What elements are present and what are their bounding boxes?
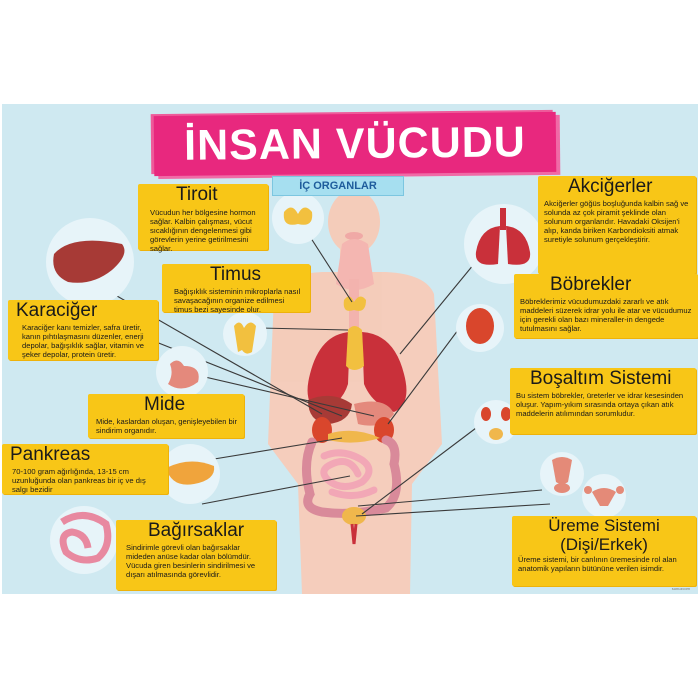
organ-desc-tiroit: Vücudun her bölgesine hormon sağlar. Kal… bbox=[150, 208, 256, 253]
thyroid-icon bbox=[283, 207, 313, 225]
organ-desc-ureme: Üreme sistemi, bir canlının üremesinde r… bbox=[518, 555, 677, 573]
anatomy-diagram bbox=[46, 190, 626, 594]
organ-desc-bagirsaklar: Sindirimle görevli olan bağırsaklar mide… bbox=[126, 543, 256, 579]
box-pankreas: Pankreas 70-100 gram ağırlığında, 13-15 … bbox=[2, 444, 168, 494]
organ-desc-timus: Bağışıklık sisteminin mikroplarla nasıl … bbox=[174, 287, 301, 314]
subtitle: İÇ ORGANLAR bbox=[299, 180, 377, 192]
box-akcigerler: Akciğerler Akciğerler göğüs boşluğunda k… bbox=[538, 176, 696, 274]
page-title: İNSAN VÜCUDU bbox=[183, 118, 527, 170]
organ-desc-pankreas: 70-100 gram ağırlığında, 13-15 cm uzunlu… bbox=[12, 467, 146, 494]
organ-name-karaciger: Karaciğer bbox=[16, 300, 98, 321]
pancreas-icon bbox=[166, 461, 215, 485]
box-bagirsaklar: Bağırsaklar Sindirimle görevli olan bağı… bbox=[116, 520, 276, 590]
organ-name-bosaltim: Boşaltım Sistemi bbox=[530, 368, 672, 389]
male-reproductive-icon bbox=[552, 457, 572, 493]
lungs-icon bbox=[475, 208, 531, 265]
thymus-organ bbox=[346, 326, 364, 370]
lung-right bbox=[307, 332, 350, 412]
liver-icon bbox=[53, 240, 125, 283]
organ-name-ureme: Üreme Sistemi (Dişi/Erkek) bbox=[548, 516, 660, 554]
female-reproductive-icon bbox=[584, 486, 624, 506]
kidney-icon bbox=[466, 308, 494, 344]
organ-name-tiroit: Tiroit bbox=[176, 184, 218, 205]
box-bosaltim: Boşaltım Sistemi Bu sistem böbrekler, ür… bbox=[510, 368, 696, 434]
stomach-icon bbox=[168, 360, 199, 389]
box-ureme: Üreme Sistemi (Dişi/Erkek) Üreme sistemi… bbox=[512, 516, 696, 586]
organ-name-timus: Timus bbox=[210, 264, 262, 285]
box-mide: Mide Mide, kaslardan oluşan, genişleyebi… bbox=[88, 394, 244, 438]
urinary-icon bbox=[481, 407, 511, 440]
subtitle-bar: İÇ ORGANLAR bbox=[272, 176, 404, 196]
organ-desc-bobrekler: Böbreklerimiz vücudumuzdaki zararlı ve a… bbox=[520, 297, 692, 333]
bladder-organ bbox=[342, 507, 366, 525]
organ-desc-akcigerler: Akciğerler göğüs boşluğunda kalbin sağ v… bbox=[544, 199, 689, 244]
title-banner: İNSAN VÜCUDU bbox=[153, 111, 557, 177]
organ-desc-mide: Mide, kaslardan oluşan, genişleyebilen b… bbox=[96, 417, 237, 435]
organ-name-pankreas: Pankreas bbox=[10, 444, 91, 465]
box-bobrekler: Böbrekler Böbreklerimiz vücudumuzdaki za… bbox=[514, 274, 698, 338]
lung-left bbox=[362, 332, 407, 412]
intestine-icon bbox=[59, 512, 112, 564]
organ-desc-bosaltim: Bu sistem böbrekler, üreterler ve idrar … bbox=[516, 391, 684, 418]
organ-name-akcigerler: Akciğerler bbox=[568, 176, 653, 197]
box-timus: Timus Bağışıklık sisteminin mikroplarla … bbox=[162, 264, 310, 314]
kidney-left bbox=[312, 417, 332, 443]
box-tiroit: Tiroit Vücudun her bölgesine hormon sağl… bbox=[138, 184, 268, 253]
organ-desc-karaciger: Karaciğer kanı temizler, safra üretir, k… bbox=[22, 323, 144, 359]
organ-name-bobrekler: Böbrekler bbox=[550, 274, 632, 295]
organ-name-mide: Mide bbox=[144, 394, 186, 415]
organ-name-bagirsaklar: Bağırsaklar bbox=[148, 520, 245, 541]
pancreas-organ bbox=[328, 430, 380, 443]
box-karaciger: Karaciğer Karaciğer kanı temizler, safra… bbox=[8, 300, 158, 360]
thyroid-organ bbox=[343, 296, 366, 311]
thymus-icon bbox=[234, 322, 256, 354]
watermark: sunuzcom bbox=[671, 586, 690, 591]
poster: İNSAN VÜCUDU İÇ ORGANLAR Tiroit Vücudun … bbox=[2, 104, 698, 594]
